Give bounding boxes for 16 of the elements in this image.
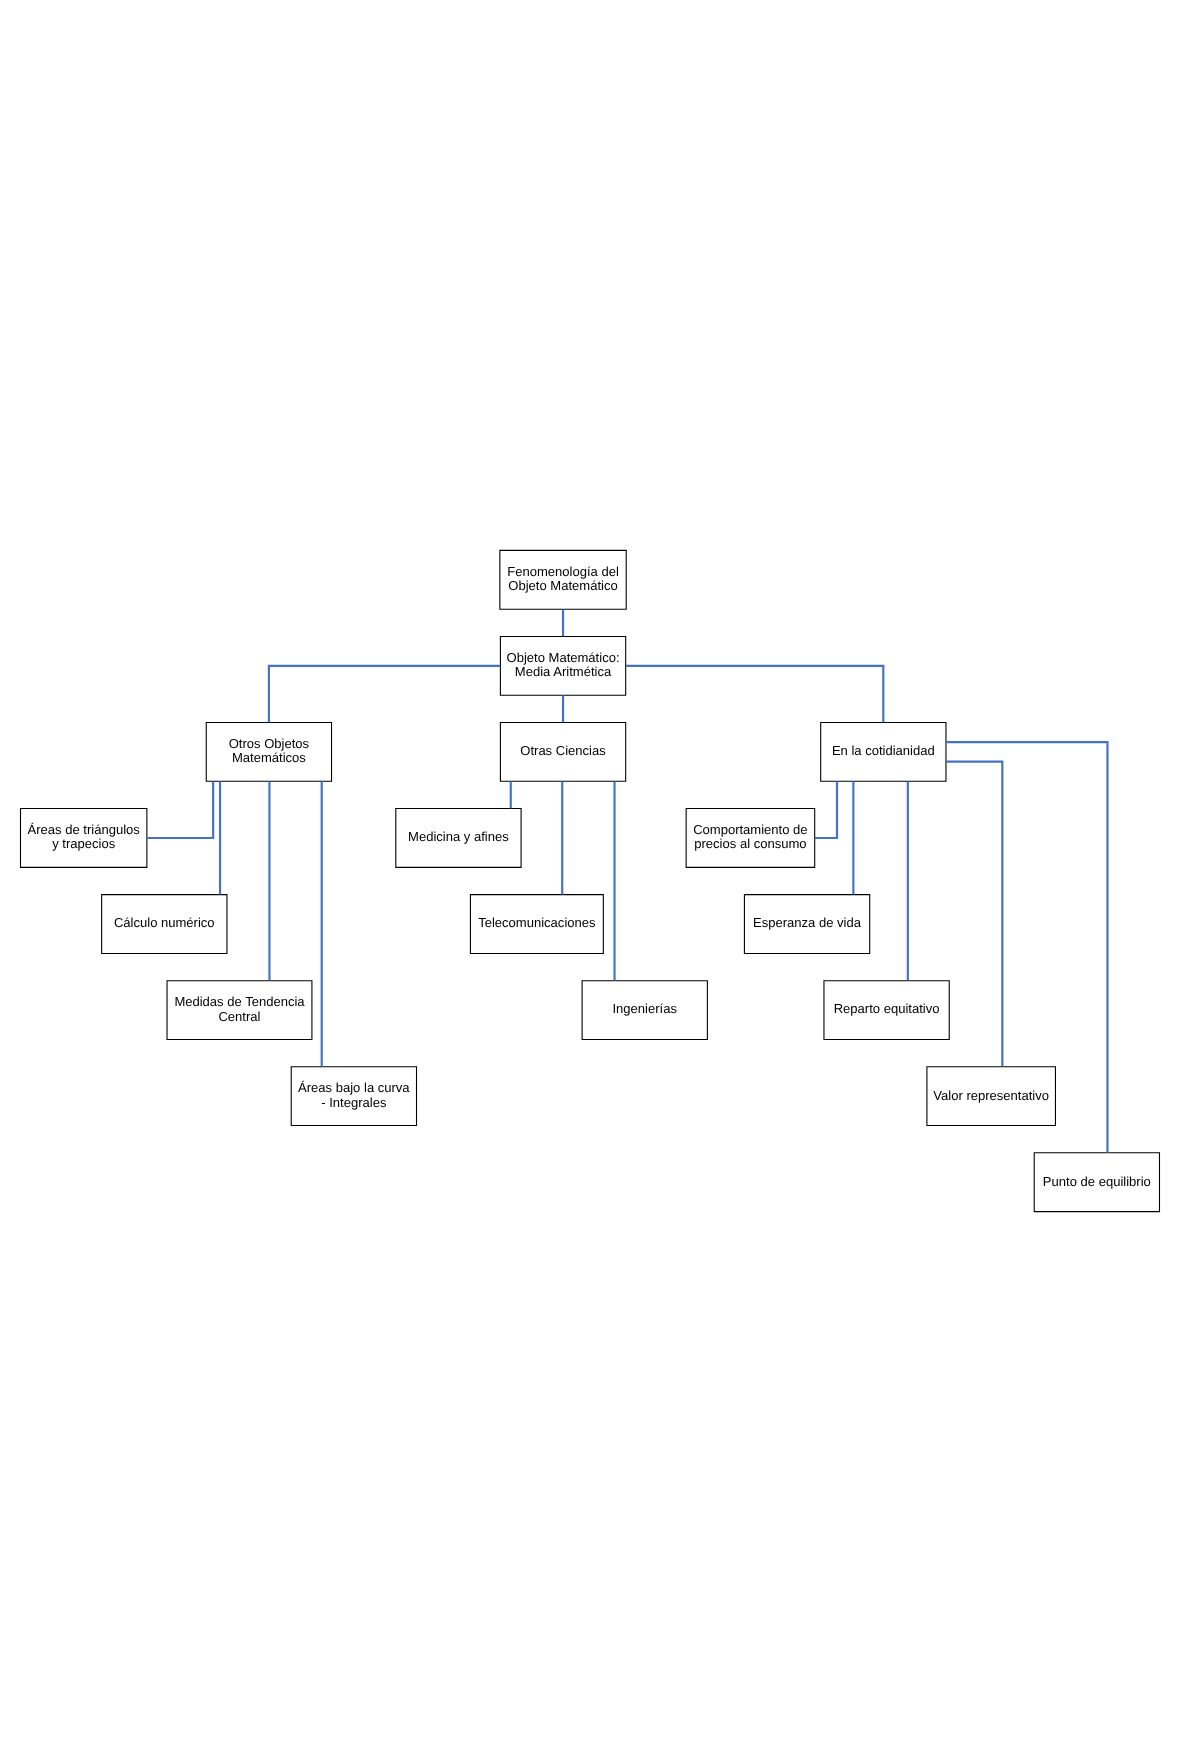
connector [267,663,501,722]
connector [625,663,885,722]
connector [852,780,855,894]
connector [320,780,323,1066]
connector [509,780,512,808]
connector [945,759,1004,1066]
connector [146,780,215,839]
connector [814,780,839,839]
connector [268,780,271,980]
connector [906,780,909,980]
connector [613,780,616,980]
connector [218,780,222,894]
connector [946,740,1109,1152]
connector [561,694,565,722]
connector [561,780,564,894]
connector [561,608,565,636]
